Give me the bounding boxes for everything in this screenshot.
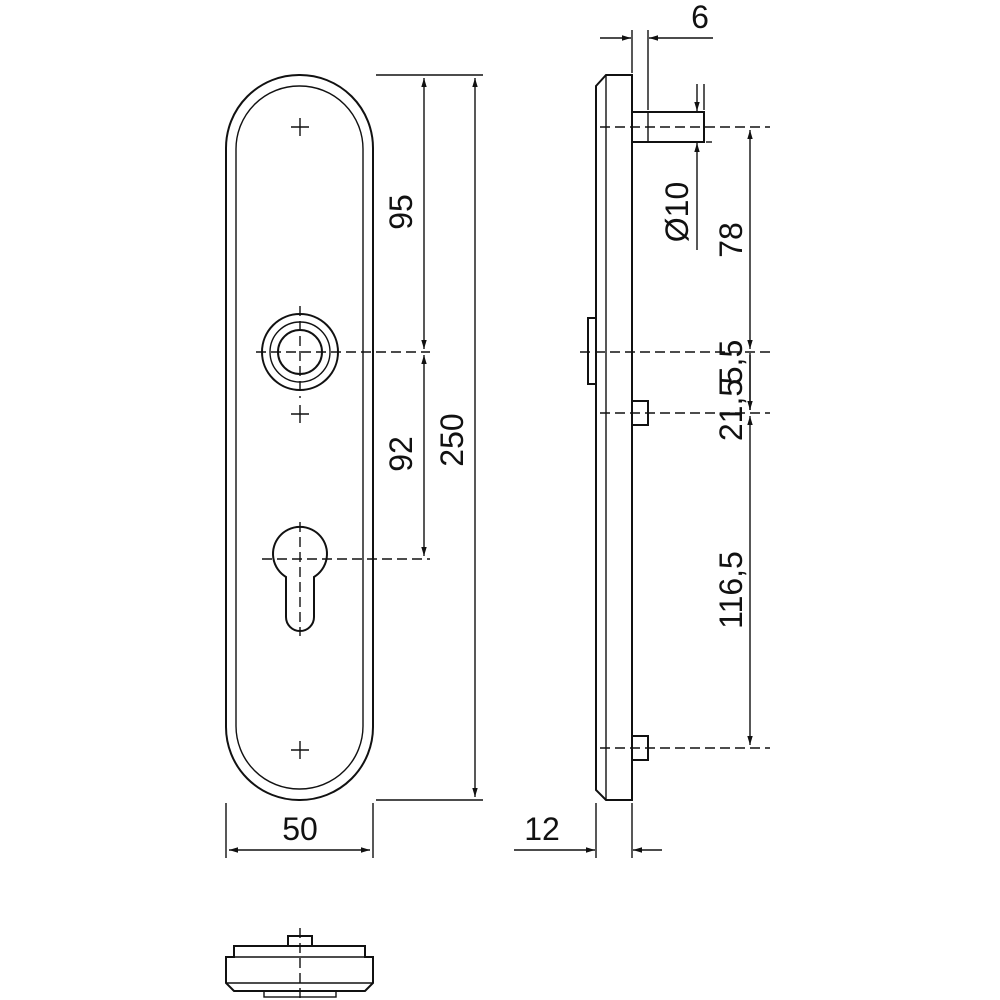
screw-mark-bottom <box>291 741 309 759</box>
dim-label-50: 50 <box>282 811 318 847</box>
dim-label-78: 78 <box>713 222 749 258</box>
escutcheon-plate-inner <box>235 85 364 790</box>
rose-boss <box>580 317 770 385</box>
dim-label-250: 250 <box>434 413 470 466</box>
bottom-view <box>225 928 374 999</box>
cylinder-keyhole <box>262 522 430 636</box>
dim-label-6: 6 <box>691 0 709 35</box>
spindle-pin <box>600 111 770 143</box>
front-view: 95 92 250 50 <box>225 74 483 858</box>
dim-label-116-5: 116,5 <box>713 551 749 629</box>
dim-label-dia10: Ø10 <box>659 182 695 242</box>
dim-label-95: 95 <box>383 194 419 230</box>
handle-rose <box>256 306 430 398</box>
screw-stud-upper <box>600 400 770 426</box>
escutcheon-plate-outer <box>225 74 374 801</box>
side-view: 6 Ø10 78 5,5 21,5 116,5 12 <box>514 0 770 858</box>
screw-mark-middle <box>291 405 309 423</box>
dim-label-5-5: 5,5 <box>713 340 749 384</box>
screw-mark-top <box>291 118 309 136</box>
dim-label-21-5: 21,5 <box>713 379 749 441</box>
screw-stud-lower <box>600 735 770 761</box>
dim-label-12: 12 <box>524 811 560 847</box>
dim-label-92: 92 <box>383 436 419 472</box>
plate-side-profile <box>595 74 633 801</box>
